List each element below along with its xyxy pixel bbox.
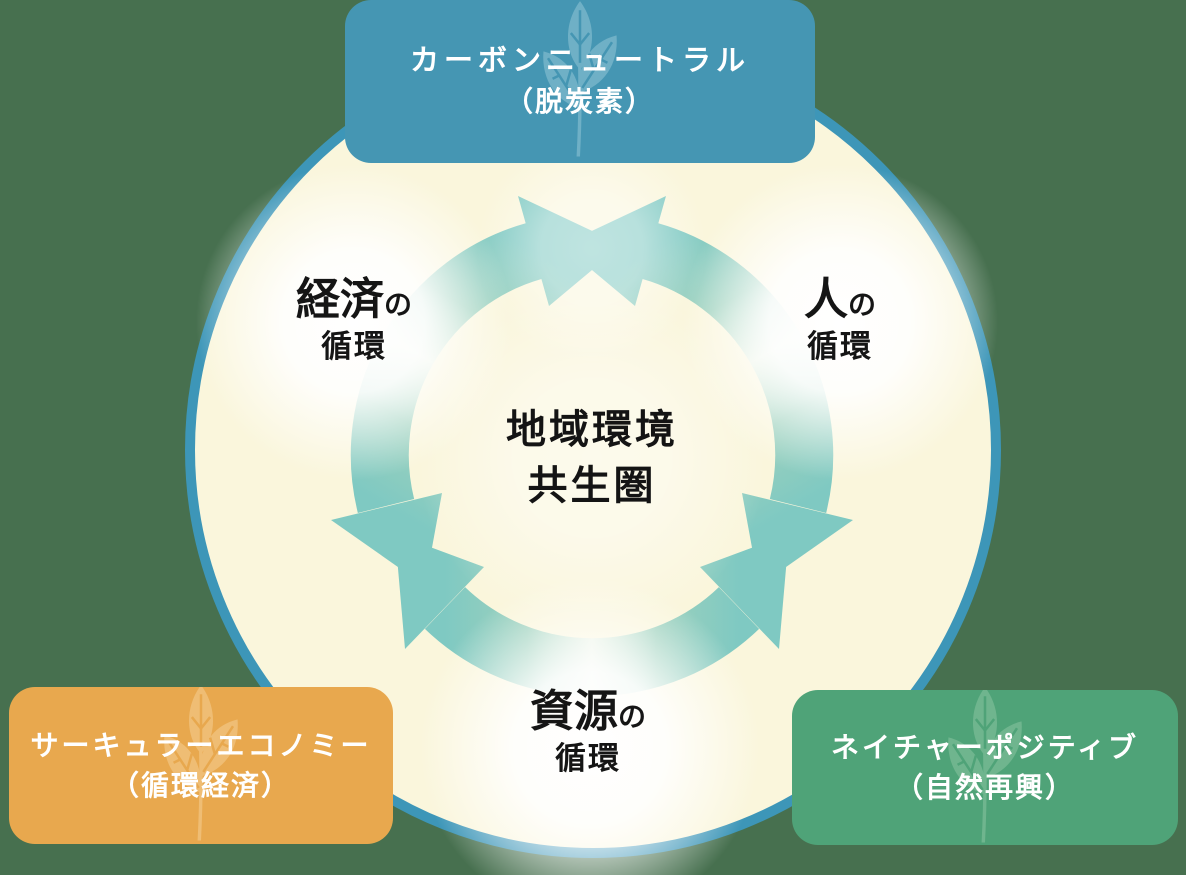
glow-people	[682, 164, 998, 480]
glow-center	[417, 283, 767, 633]
economy-main: 経済	[295, 275, 384, 324]
leaf-sprig-icon	[543, 0, 617, 157]
circular-economy-box: サーキュラーエコノミー （循環経済）	[9, 687, 393, 844]
nature-positive-box: ネイチャーポジティブ （自然再興）	[792, 690, 1178, 845]
carbon-neutral-title: カーボンニュートラル	[409, 45, 750, 77]
people-main: 人	[803, 275, 848, 324]
nature-positive-subtitle: （自然再興）	[894, 771, 1075, 803]
center-title-line1: 地域環境	[506, 408, 678, 452]
economy-sub: 循環	[320, 329, 387, 364]
label-resources-cycle: 資源の 循環	[529, 687, 647, 776]
label-economy-cycle: 経済の 循環	[295, 275, 413, 364]
center-title: 地域環境 共生圏	[506, 410, 678, 506]
circular-economy-subtitle: （循環経済）	[110, 769, 291, 801]
resources-particle: の	[617, 701, 647, 732]
resources-sub: 循環	[554, 741, 621, 776]
leaf-sprig-icon	[948, 690, 1022, 843]
glow-resources	[420, 578, 760, 875]
carbon-neutral-subtitle: （脱炭素）	[504, 86, 655, 117]
nature-positive-title: ネイチャーポジティブ	[830, 731, 1140, 763]
center-title-line2: 共生圏	[527, 464, 657, 508]
economy-particle: の	[383, 289, 413, 320]
circular-economy-title: サーキュラーエコノミー	[30, 729, 372, 761]
resources-main: 資源	[529, 687, 618, 736]
carbon-neutral-box: カーボンニュートラル （脱炭素）	[345, 0, 815, 163]
label-people-cycle: 人の 循環	[803, 275, 877, 364]
people-particle: の	[847, 289, 877, 320]
people-sub: 循環	[806, 329, 873, 364]
leaf-sprig-icon	[164, 687, 238, 841]
